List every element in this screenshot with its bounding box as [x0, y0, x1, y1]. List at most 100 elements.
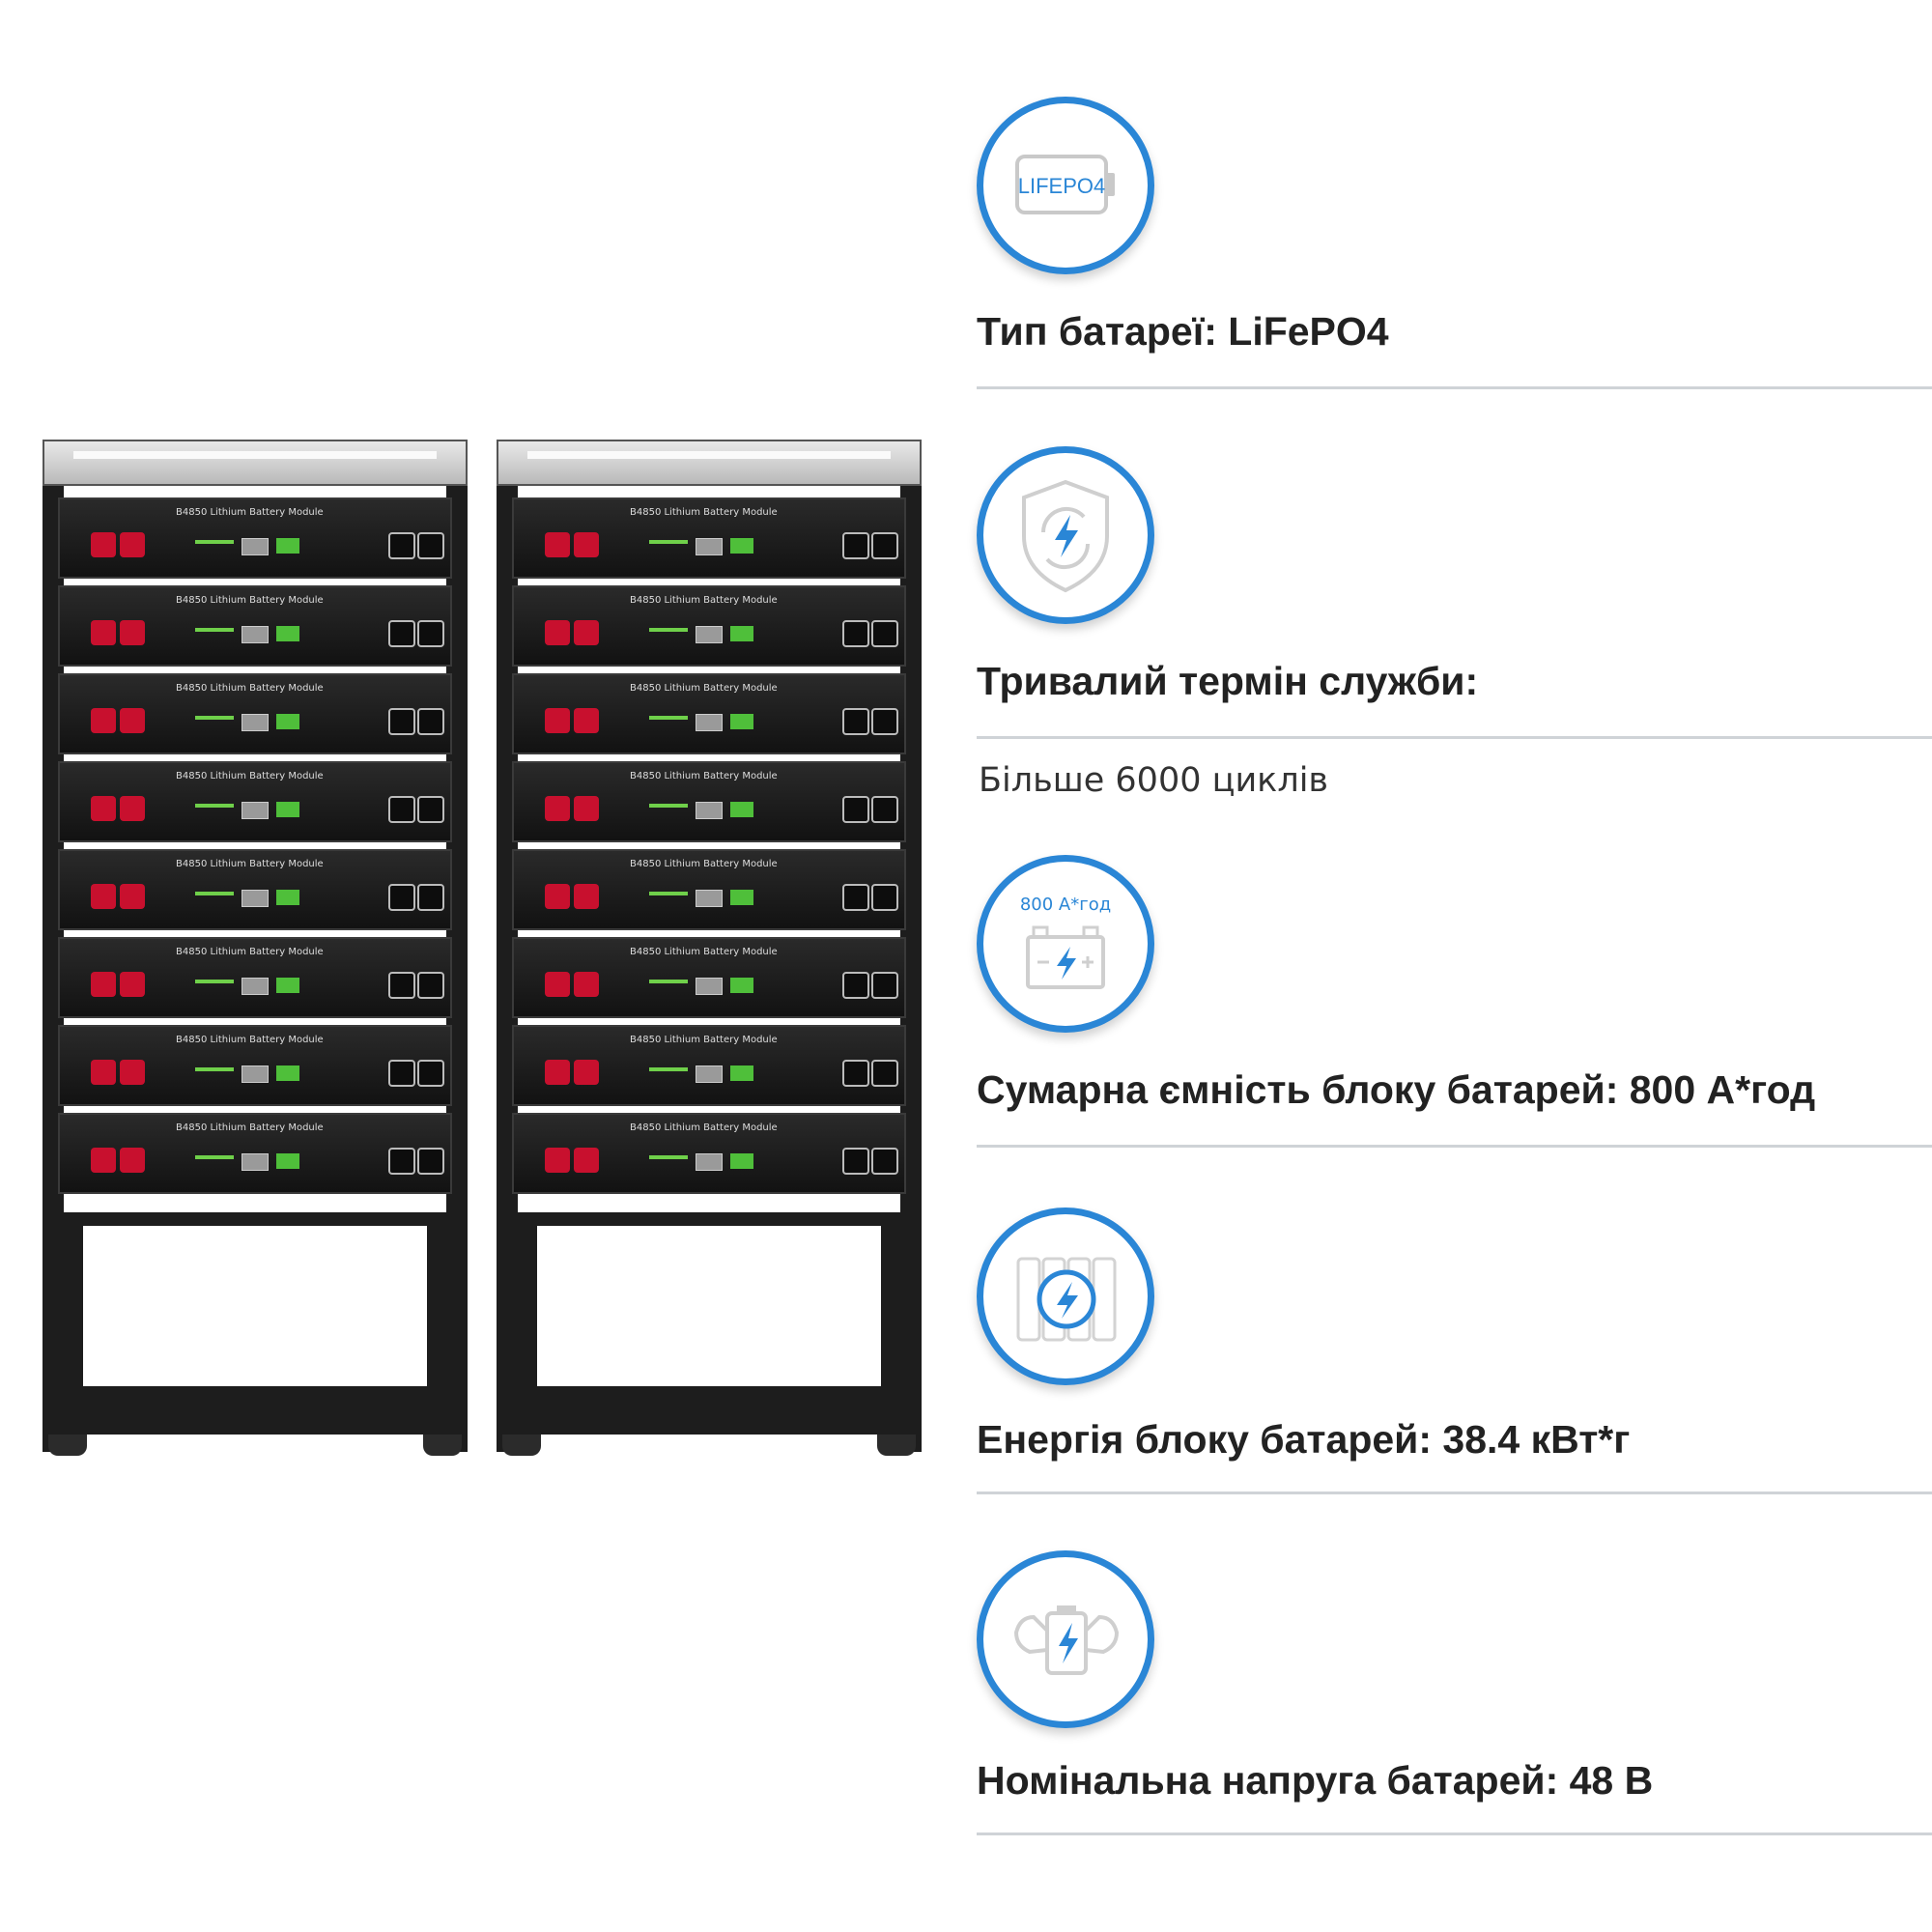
output-connector: [842, 1148, 869, 1175]
battery-module: B4850 Lithium Battery Module: [512, 761, 906, 842]
module-label: B4850 Lithium Battery Module: [176, 1035, 324, 1045]
positive-terminal: [545, 620, 570, 645]
positive-terminal: [545, 972, 570, 997]
svg-text:LIFEPO4: LIFEPO4: [1018, 174, 1105, 198]
status-leds: [649, 804, 688, 808]
positive-terminal: [545, 796, 570, 821]
output-connector: [417, 884, 444, 911]
output-connector: [388, 972, 415, 999]
rj45-port: [242, 626, 269, 643]
battery-module: B4850 Lithium Battery Module: [512, 849, 906, 930]
positive-terminal: [91, 884, 116, 909]
dip-switch: [276, 978, 299, 993]
dip-switch: [730, 978, 753, 993]
dip-switch: [276, 626, 299, 641]
output-connector: [417, 1148, 444, 1175]
output-connector: [871, 1148, 898, 1175]
dip-switch: [276, 1065, 299, 1081]
positive-terminal: [545, 1060, 570, 1085]
output-connector: [388, 1060, 415, 1087]
output-connector: [388, 796, 415, 823]
rack-base-frame: [64, 1212, 446, 1406]
output-connector: [842, 1060, 869, 1087]
output-connector: [871, 532, 898, 559]
spec-title: Номінальна напруга батарей: 48 В: [977, 1758, 1654, 1803]
spec-subtitle: Більше 6000 циклів: [979, 761, 1329, 800]
rack-foot: [502, 1435, 541, 1456]
module-label: B4850 Lithium Battery Module: [630, 683, 778, 694]
rj45-port: [242, 802, 269, 819]
positive-terminal: [545, 884, 570, 909]
output-connector: [842, 972, 869, 999]
output-connector: [388, 708, 415, 735]
status-leds: [649, 980, 688, 983]
negative-terminal: [120, 884, 145, 909]
battery-module: B4850 Lithium Battery Module: [512, 497, 906, 579]
positive-terminal: [91, 620, 116, 645]
positive-terminal: [91, 708, 116, 733]
rj45-port: [696, 978, 723, 995]
battery-module: B4850 Lithium Battery Module: [512, 1025, 906, 1106]
dip-switch: [730, 714, 753, 729]
dip-switch: [276, 538, 299, 554]
negative-terminal: [120, 796, 145, 821]
status-leds: [195, 628, 234, 632]
output-connector: [871, 1060, 898, 1087]
spec-title: Сумарна ємність блоку батарей: 800 А*год: [977, 1067, 1816, 1112]
dip-switch: [276, 890, 299, 905]
rj45-port: [242, 1153, 269, 1171]
positive-terminal: [545, 708, 570, 733]
status-leds: [649, 628, 688, 632]
module-label: B4850 Lithium Battery Module: [630, 771, 778, 781]
status-leds: [195, 540, 234, 544]
output-connector: [842, 708, 869, 735]
negative-terminal: [120, 532, 145, 557]
divider: [977, 1145, 1932, 1148]
negative-terminal: [574, 620, 599, 645]
battery-module: B4850 Lithium Battery Module: [512, 1113, 906, 1194]
car-battery-icon: 800 А*год: [977, 855, 1154, 1033]
module-label: B4850 Lithium Battery Module: [630, 1035, 778, 1045]
divider: [977, 1492, 1932, 1494]
battery-module: B4850 Lithium Battery Module: [58, 937, 452, 1018]
rj45-port: [242, 978, 269, 995]
status-leds: [195, 892, 234, 895]
module-label: B4850 Lithium Battery Module: [630, 1122, 778, 1133]
dip-switch: [730, 1065, 753, 1081]
positive-terminal: [545, 1148, 570, 1173]
module-label: B4850 Lithium Battery Module: [176, 1122, 324, 1133]
rj45-port: [242, 1065, 269, 1083]
status-leds: [195, 1155, 234, 1159]
shield-lightning-icon: [977, 446, 1154, 624]
output-connector: [871, 884, 898, 911]
output-connector: [842, 532, 869, 559]
module-label: B4850 Lithium Battery Module: [630, 859, 778, 869]
module-label: B4850 Lithium Battery Module: [176, 683, 324, 694]
svg-text:800 А*год: 800 А*год: [1020, 895, 1111, 915]
output-connector: [417, 1060, 444, 1087]
negative-terminal: [574, 796, 599, 821]
dip-switch: [276, 1153, 299, 1169]
rack-base-bar: [497, 1406, 922, 1435]
divider: [977, 1833, 1932, 1835]
output-connector: [842, 884, 869, 911]
negative-terminal: [574, 708, 599, 733]
negative-terminal: [120, 1148, 145, 1173]
positive-terminal: [91, 532, 116, 557]
module-label: B4850 Lithium Battery Module: [630, 947, 778, 957]
output-connector: [871, 620, 898, 647]
battery-cells-icon: [977, 1208, 1154, 1385]
status-leds: [195, 980, 234, 983]
output-connector: [871, 796, 898, 823]
status-leds: [195, 716, 234, 720]
negative-terminal: [120, 972, 145, 997]
rj45-port: [242, 714, 269, 731]
rack-top-plate: [43, 440, 468, 486]
dip-switch: [730, 626, 753, 641]
rj45-port: [696, 714, 723, 731]
module-label: B4850 Lithium Battery Module: [630, 507, 778, 518]
battery-module: B4850 Lithium Battery Module: [512, 585, 906, 667]
module-label: B4850 Lithium Battery Module: [176, 507, 324, 518]
rj45-port: [696, 1065, 723, 1083]
rack-base-frame: [518, 1212, 900, 1406]
